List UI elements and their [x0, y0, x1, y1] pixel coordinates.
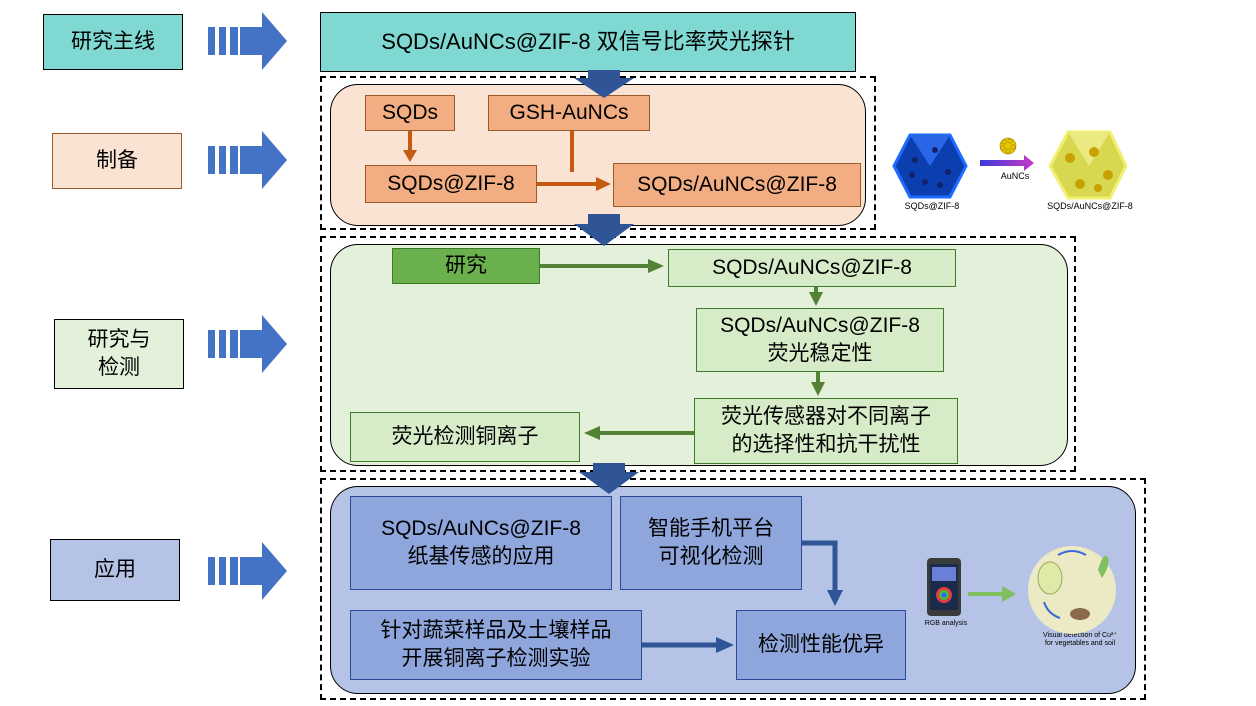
app-paper-box: SQDs/AuNCs@ZIF-8 纸基传感的应用 — [350, 496, 612, 590]
left-arrow-2 — [208, 131, 287, 189]
label-app: 应用 — [50, 539, 180, 601]
app-samples-line1: 针对蔬菜样品及土壤样品 — [380, 618, 612, 642]
app-samples-box: 针对蔬菜样品及土壤样品 开展铜离子检测实验 — [350, 610, 642, 680]
research-selectivity-box: 荧光传感器对不同离子 的选择性和抗干扰性 — [694, 398, 958, 464]
left-arrow-4 — [208, 542, 287, 600]
app-performance-text: 检测性能优异 — [758, 632, 884, 656]
label-prep: 制备 — [52, 133, 182, 189]
illus-right-caption: SQDs/AuNCs@ZIF-8 — [1047, 201, 1133, 211]
illus-arrow-caption: AuNCs — [1000, 171, 1030, 181]
down-arrow-3 — [579, 463, 639, 494]
app-arrows — [642, 540, 843, 653]
research-probe-box: SQDs/AuNCs@ZIF-8 — [668, 249, 956, 287]
prep-arrows — [403, 131, 611, 191]
top-title-text: SQDs/AuNCs@ZIF-8 双信号比率荧光探针 — [381, 29, 795, 55]
illus-left-caption: SQDs@ZIF-8 — [904, 201, 960, 211]
research-arrows — [540, 259, 825, 440]
app-paper-line1: SQDs/AuNCs@ZIF-8 — [381, 516, 581, 540]
visual-caption-line2: for vegetables and soil — [1044, 640, 1116, 648]
label-main-line-text: 研究主线 — [71, 29, 155, 53]
prep-sqds-box: SQDs — [365, 95, 455, 131]
prep-gsh-box: GSH-AuNCs — [488, 95, 650, 131]
research-selectivity-line1: 荧光传感器对不同离子 — [721, 404, 931, 428]
samples-illustration-icon — [1028, 546, 1116, 634]
label-app-text: 应用 — [94, 557, 136, 581]
prep-final-text: SQDs/AuNCs@ZIF-8 — [637, 172, 837, 196]
app-phone-box: 智能手机平台 可视化检测 — [620, 496, 802, 590]
prep-final-box: SQDs/AuNCs@ZIF-8 — [613, 163, 861, 207]
app-dashed-frame — [320, 478, 1146, 700]
research-study-text: 研究 — [445, 253, 487, 277]
down-arrow-1 — [574, 70, 634, 98]
rgb-caption: RGB analysis — [924, 620, 968, 627]
app-samples-line2: 开展铜离子检测实验 — [401, 647, 591, 670]
down-arrow-2 — [574, 214, 634, 246]
research-stability-box: SQDs/AuNCs@ZIF-8 荧光稳定性 — [696, 308, 944, 372]
gold-nanoparticle-icon — [999, 137, 1017, 155]
label-prep-text: 制备 — [96, 148, 138, 172]
research-detect-text: 荧光检测铜离子 — [391, 424, 539, 448]
composite-crystal-icon — [1048, 130, 1128, 200]
label-research-line1: 研究与 — [87, 327, 151, 351]
prep-sqds-text: SQDs — [381, 100, 438, 124]
research-stability-line2: 荧光稳定性 — [767, 342, 873, 365]
app-performance-box: 检测性能优异 — [736, 610, 906, 680]
illus-arrow-icon — [980, 155, 1034, 171]
app-paper-line2: 纸基传感的应用 — [407, 545, 555, 568]
zif-crystal-icon — [892, 133, 968, 199]
research-dashed-frame — [320, 236, 1076, 472]
app-phone-line1: 智能手机平台 — [648, 516, 774, 540]
left-arrow-3 — [208, 315, 287, 373]
label-main-line: 研究主线 — [43, 14, 183, 70]
left-arrow-1 — [208, 12, 287, 70]
visual-caption: Visual detection of Cu²⁺ for vegetables … — [1020, 632, 1140, 649]
visual-caption-line1: Visual detection of Cu²⁺ — [1043, 632, 1117, 639]
research-selectivity-line2: 的选择性和抗干扰性 — [731, 433, 921, 456]
research-detect-box: 荧光检测铜离子 — [350, 412, 580, 462]
green-arrow-icon — [968, 586, 1016, 602]
phone-icon — [927, 558, 961, 616]
research-stability-line1: SQDs/AuNCs@ZIF-8 — [720, 313, 920, 337]
app-phone-line2: 可视化检测 — [658, 545, 764, 568]
label-research: 研究与 检测 — [54, 319, 184, 389]
prep-gsh-text: GSH-AuNCs — [509, 100, 629, 124]
prep-sqds-zif-text: SQDs@ZIF-8 — [387, 171, 515, 195]
prep-sqds-zif-box: SQDs@ZIF-8 — [365, 165, 537, 203]
label-research-line2: 检测 — [98, 356, 140, 379]
research-study-box: 研究 — [392, 248, 540, 284]
research-probe-text: SQDs/AuNCs@ZIF-8 — [712, 255, 912, 279]
top-title-box: SQDs/AuNCs@ZIF-8 双信号比率荧光探针 — [320, 12, 856, 72]
